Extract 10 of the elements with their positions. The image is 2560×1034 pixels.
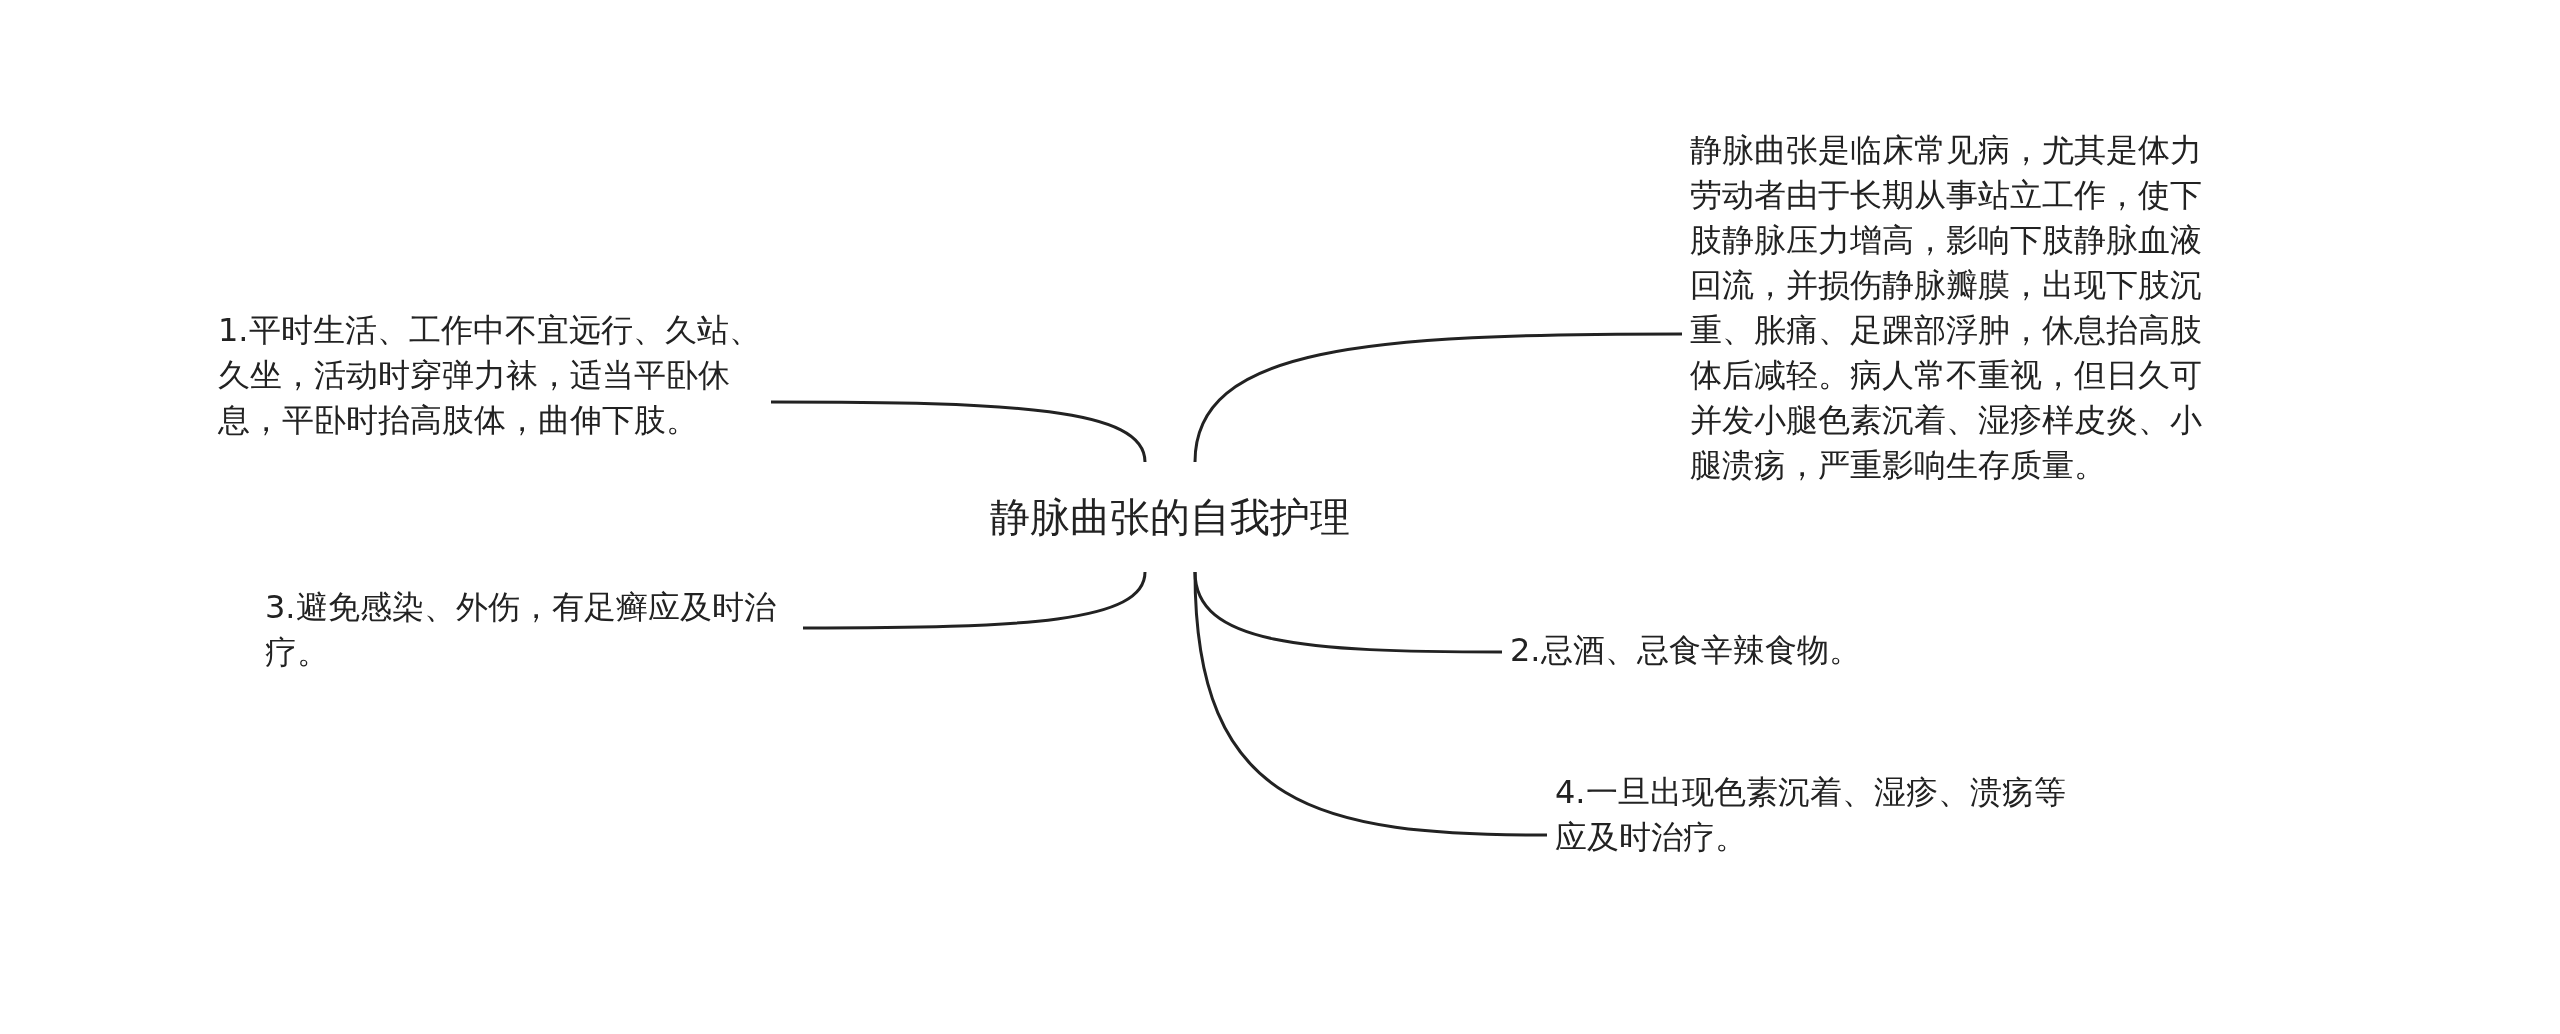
central-topic: 静脉曲张的自我护理 [990, 493, 1350, 542]
branch-text: 1.平时生活、工作中不宜远行、久站、久坐，活动时穿弹力袜，适当平卧休息，平卧时抬高肢体，曲伸下肢。 [218, 311, 761, 439]
branch-line [803, 571, 1147, 630]
branch-line [1193, 332, 1682, 463]
branch-text: 4.一旦出现色素沉着、湿疹、溃疡等应及时治疗。 [1555, 773, 2066, 856]
branch-text: 2.忌酒、忌食辛辣食物。 [1510, 631, 1861, 669]
branch-line [771, 400, 1147, 463]
branch-text: 静脉曲张是临床常见病，尤其是体力劳动者由于长期从事站立工作，使下肢静脉压力增高，影响下肢静脉血液回流，并损伤静脉瓣膜，出现下肢沉重、胀痛、足踝部浮肿，休息抬高肢体后减轻。病人常不重视，但日久可并发小腿色素沉着、湿疹样皮炎、小腿溃疡，严重影响生存质量。 [1690, 131, 2202, 484]
branch-text: 3.避免感染、外伤，有足癣应及时治疗。 [265, 588, 776, 671]
branch-line [1193, 571, 1547, 837]
